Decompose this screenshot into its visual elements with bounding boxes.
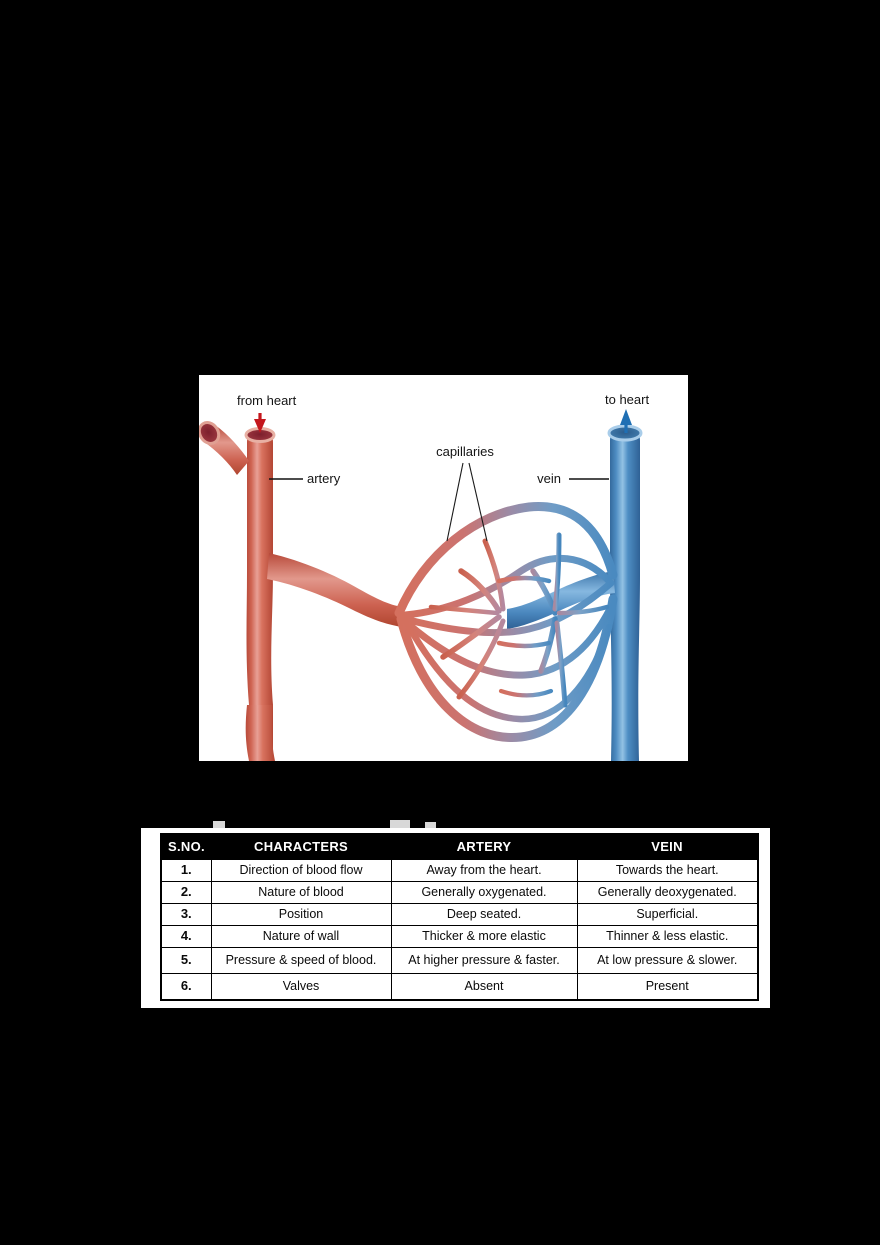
- table-row: 6. Valves Absent Present: [160, 972, 759, 1001]
- cell-sno: 3.: [160, 902, 212, 926]
- capillary-bed: [394, 502, 618, 742]
- cell-vein: Present: [576, 972, 759, 1001]
- cell-sno: 4.: [160, 924, 212, 948]
- comparison-table-frame: S.NO. CHARACTERS ARTERY VEIN 1. Directio…: [141, 828, 770, 1008]
- label-capillaries: capillaries: [436, 444, 494, 459]
- label-capillaries-group: capillaries: [436, 444, 494, 542]
- cell-character: Pressure & speed of blood.: [210, 946, 392, 974]
- table-row: 3. Position Deep seated. Superficial.: [160, 902, 759, 926]
- artery-stub-lumen: [199, 421, 221, 445]
- table-row: 1. Direction of blood flow Away from the…: [160, 859, 759, 882]
- cell-character: Position: [210, 902, 392, 926]
- blood-vessel-diagram-panel: from heart artery to heart: [199, 375, 688, 761]
- cell-vein: Thinner & less elastic.: [576, 924, 759, 948]
- cell-artery: Absent: [390, 972, 578, 1001]
- table-row: 5. Pressure & speed of blood. At higher …: [160, 946, 759, 974]
- table-body: 1. Direction of blood flow Away from the…: [160, 859, 759, 1001]
- header-artery: ARTERY: [391, 834, 577, 860]
- table-header-row: S.NO. CHARACTERS ARTERY VEIN: [161, 834, 758, 860]
- label-from-heart-group: from heart: [237, 393, 297, 433]
- artery-vessel: [199, 421, 403, 761]
- cell-sno: 6.: [160, 972, 212, 1001]
- label-artery-group: artery: [269, 471, 341, 486]
- table-row: 4. Nature of wall Thicker & more elastic…: [160, 924, 759, 948]
- cell-character: Valves: [210, 972, 392, 1001]
- cell-sno: 2.: [160, 880, 212, 904]
- header-vein: VEIN: [577, 834, 758, 860]
- vein-vessel: [507, 424, 643, 761]
- cell-character: Nature of wall: [210, 924, 392, 948]
- label-vein-group: vein: [537, 471, 609, 486]
- label-to-heart: to heart: [605, 392, 649, 407]
- table-row: 2. Nature of blood Generally oxygenated.…: [160, 880, 759, 904]
- label-artery: artery: [307, 471, 341, 486]
- comparison-table: S.NO. CHARACTERS ARTERY VEIN 1. Directio…: [160, 833, 759, 1001]
- label-vein: vein: [537, 471, 561, 486]
- cell-artery: Thicker & more elastic: [390, 924, 578, 948]
- cell-sno: 5.: [160, 946, 212, 974]
- label-from-heart: from heart: [237, 393, 297, 408]
- cell-vein: Towards the heart.: [576, 859, 759, 882]
- cell-sno: 1.: [160, 859, 212, 882]
- header-sno: S.NO.: [161, 834, 211, 860]
- cell-character: Direction of blood flow: [210, 859, 392, 882]
- to-heart-arrow-icon: [620, 409, 632, 433]
- cell-character: Nature of blood: [210, 880, 392, 904]
- cell-artery: Generally oxygenated.: [390, 880, 578, 904]
- table-header: S.NO. CHARACTERS ARTERY VEIN: [161, 834, 758, 860]
- cell-vein: At low pressure & slower.: [576, 946, 759, 974]
- header-characters: CHARACTERS: [211, 834, 391, 860]
- cell-artery: Deep seated.: [390, 902, 578, 926]
- scan-artifact-3: [425, 822, 436, 833]
- circulation-diagram-svg: from heart artery to heart: [199, 375, 688, 761]
- cell-artery: Away from the heart.: [390, 859, 578, 882]
- from-heart-arrow-icon: [254, 413, 266, 433]
- cell-vein: Superficial.: [576, 902, 759, 926]
- cell-vein: Generally deoxygenated.: [576, 880, 759, 904]
- cell-artery: At higher pressure & faster.: [390, 946, 578, 974]
- label-to-heart-group: to heart: [605, 392, 649, 433]
